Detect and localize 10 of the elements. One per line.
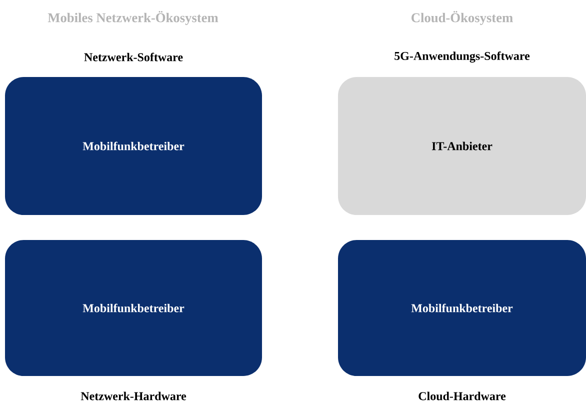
rounded-box: Mobilfunkbetreiber [338,240,586,376]
column-title: Mobiles Netzwerk-Ökosystem [48,11,218,25]
column-title: Cloud-Ökosystem [412,11,513,25]
rounded-box: IT-Anbieter [338,77,586,215]
rounded-box: Mobilfunkbetreiber [5,77,262,215]
rounded-box: Mobilfunkbetreiber [5,240,262,376]
box-heading: Cloud-Hardware [418,392,506,400]
box-heading: Netzwerk-Software [84,52,183,62]
box-heading: Netzwerk-Hardware [80,392,186,400]
box-heading: 5G-Anwendungs-Software [394,51,530,63]
